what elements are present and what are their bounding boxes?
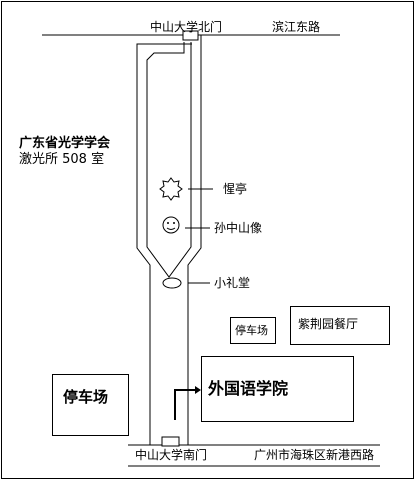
- inner-loop-outline: [146, 42, 192, 278]
- parking-lot-small: 停车场: [230, 317, 276, 344]
- north-gate-label: 中山大学北门: [150, 20, 223, 34]
- parking-lot-small-label: 停车场: [235, 324, 268, 337]
- south-road-label: 广州市海珠区新港西路: [254, 448, 375, 462]
- school-label: 外国语学院: [208, 379, 289, 398]
- starburst-icon: [159, 177, 183, 201]
- society-address: 激光所 508 室: [19, 152, 105, 167]
- smiley-face-icon: [162, 216, 180, 234]
- restaurant-building: 紫荆园餐厅: [290, 306, 390, 345]
- hall-label: 小礼堂: [214, 276, 251, 290]
- restaurant-label: 紫荆园餐厅: [298, 317, 359, 331]
- pavilion-label: 惺亭: [223, 182, 248, 196]
- society-name: 广东省光学学会: [19, 136, 111, 151]
- school-building: 外国语学院: [201, 356, 354, 422]
- parking-lot-large: 停车场: [52, 374, 129, 436]
- arrow-icon: [174, 386, 201, 420]
- south-gatehouse: [161, 436, 180, 447]
- north-road-label: 滨江东路: [272, 20, 321, 34]
- south-gate-label: 中山大学南门: [135, 448, 208, 462]
- statue-label: 孙中山像: [214, 221, 263, 235]
- parking-lot-large-label: 停车场: [63, 388, 109, 406]
- north-gatehouse: [182, 30, 199, 41]
- ellipse-icon: [162, 277, 182, 289]
